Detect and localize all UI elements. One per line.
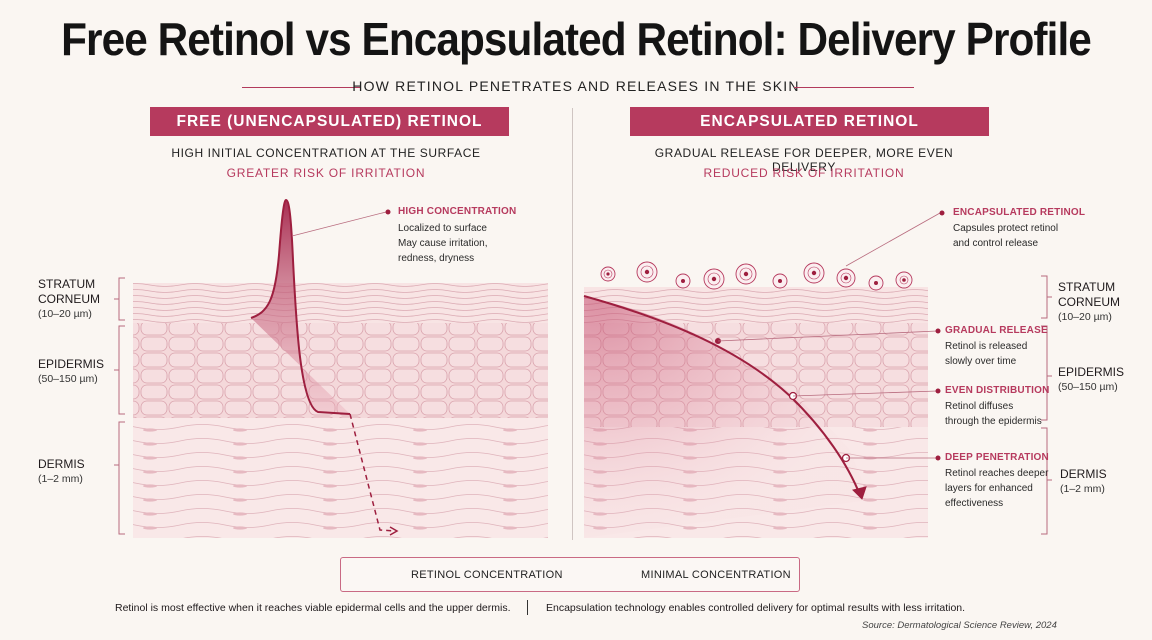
even-callout-text: Retinol diffuses through the epidermis [945, 401, 1042, 427]
subtitle-rule-right [794, 87, 914, 88]
gradual-callout-title: GRADUAL RELEASE [945, 325, 1048, 336]
right-banner: ENCAPSULATED RETINOL [630, 107, 989, 136]
gradual-callout-text: Retinol is released slowly over time [945, 341, 1028, 367]
footer-separator [527, 600, 528, 615]
page-subtitle: HOW RETINOL PENETRATES AND RELEASES IN T… [352, 78, 800, 94]
left-risk-note: GREATER RISK OF IRRITATION [226, 166, 426, 180]
right-label-epidermis: EPIDERMIS (50–150 µm) [1058, 365, 1125, 393]
legend: RETINOL CONCENTRATION MINIMAL CONCENTRAT… [340, 557, 800, 592]
right-concentration-curve [583, 295, 861, 496]
subtitle-row: HOW RETINOL PENETRATES AND RELEASES IN T… [0, 78, 1152, 98]
capsules [600, 261, 913, 291]
left-brackets [114, 277, 125, 535]
panel-divider [572, 108, 573, 540]
footer-right-note: Encapsulation technology enables control… [546, 602, 966, 614]
encapsulated-callout-title: ENCAPSULATED RETINOL [953, 207, 1086, 218]
right-callout-leaders [717, 212, 941, 459]
left-subheading: HIGH INITIAL CONCENTRATION AT THE SURFAC… [171, 146, 481, 160]
source-citation: Source: Dermatological Science Review, 2… [862, 620, 1057, 631]
left-concentration-curve [250, 198, 351, 415]
left-skin-block [133, 283, 548, 538]
footer-left-note: Retinol is most effective when it reache… [115, 602, 511, 614]
page-title: Free Retinol vs Encapsulated Retinol: De… [61, 13, 1092, 65]
right-label-stratum-corneum: STRATUM CORNEUM (10–20 µm) [1058, 280, 1120, 323]
right-risk-note: REDUCED RISK OF IRRITATION [703, 166, 905, 180]
left-minimal-curve [349, 413, 396, 532]
left-callout-text: Localized to surface May cause irritatio… [398, 223, 488, 264]
legend-solid-label: RETINOL CONCENTRATION [411, 569, 563, 581]
deep-callout-title: DEEP PENETRATION [945, 452, 1049, 463]
left-banner: FREE (UNENCAPSULATED) RETINOL [150, 107, 509, 136]
left-peak-fill [251, 200, 350, 414]
right-skin-block [584, 287, 928, 538]
left-label-dermis: DERMIS (1–2 mm) [38, 457, 85, 485]
subtitle-rule-left [242, 87, 360, 88]
left-label-stratum-corneum: STRATUM CORNEUM (10–20 µm) [38, 277, 100, 320]
left-callout-leader [291, 211, 387, 237]
right-brackets [1041, 275, 1052, 535]
right-subheading: GRADUAL RELEASE FOR DEEPER, MORE EVEN DE… [654, 146, 954, 174]
deep-callout-text: Retinol reaches deeper layers for enhanc… [945, 468, 1049, 509]
encapsulated-callout-text: Capsules protect retinol and control rel… [953, 223, 1059, 249]
left-callout-title: HIGH CONCENTRATION [398, 206, 517, 217]
even-callout-title: EVEN DISTRIBUTION [945, 385, 1050, 396]
left-label-epidermis: EPIDERMIS (50–150 µm) [38, 357, 105, 385]
right-label-dermis: DERMIS (1–2 mm) [1060, 467, 1107, 495]
legend-dashed-label: MINIMAL CONCENTRATION [641, 569, 791, 581]
